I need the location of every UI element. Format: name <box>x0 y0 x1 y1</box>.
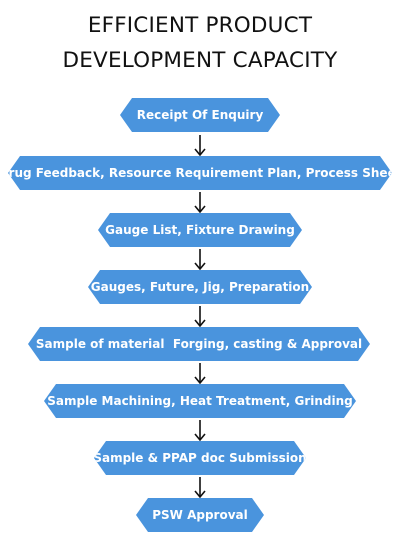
down-arrow-icon <box>194 249 206 271</box>
step-gauge-list: Gauge List, Fixture Drawing <box>98 213 302 247</box>
step-sample-material: Sample of material Forging, casting & Ap… <box>28 327 370 361</box>
down-arrow-icon <box>194 192 206 214</box>
step-gauges-preparation: Gauges, Future, Jig, Preparation <box>88 270 312 304</box>
down-arrow-icon <box>194 363 206 385</box>
step-drug-feedback: Drug Feedback, Resource Requirement Plan… <box>8 156 392 190</box>
down-arrow-icon <box>194 135 206 157</box>
down-arrow-icon <box>194 477 206 499</box>
step-sample-machining: Sample Machining, Heat Treatment, Grindi… <box>44 384 356 418</box>
down-arrow-icon <box>194 420 206 442</box>
diagram-title-line-2: DEVELOPMENT CAPACITY <box>62 48 338 73</box>
step-receipt-of-enquiry: Receipt Of Enquiry <box>120 98 280 132</box>
step-psw-approval: PSW Approval <box>136 498 264 532</box>
step-ppap-submission: Sample & PPAP doc Submission <box>94 441 306 475</box>
down-arrow-icon <box>194 306 206 328</box>
diagram-title-line-1: EFFICIENT PRODUCT <box>87 13 313 38</box>
